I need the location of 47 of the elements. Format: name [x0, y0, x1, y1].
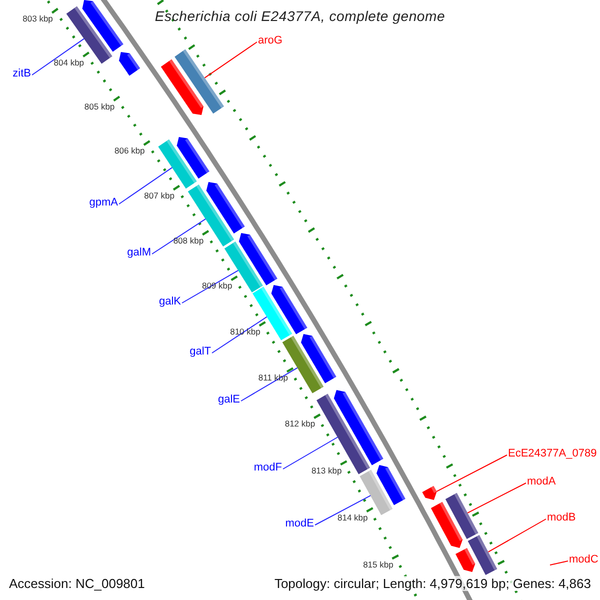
- leader-line: [32, 38, 85, 76]
- gene-label: galT: [190, 346, 211, 358]
- gene-label: modB: [547, 512, 576, 524]
- leader-line: [550, 560, 568, 566]
- leader-line: [314, 495, 372, 526]
- gene-label: modA: [527, 476, 556, 488]
- gene-label: galK: [158, 296, 181, 308]
- gene-label: zitB: [12, 68, 31, 80]
- gene-feature: [188, 184, 234, 246]
- gene-feature: [422, 486, 437, 500]
- gene-label: modF: [254, 462, 282, 474]
- leader-line: [118, 167, 173, 204]
- scale-label: 804 kbp: [54, 57, 84, 68]
- leader-line: [204, 42, 258, 78]
- scale-label: 805 kbp: [84, 101, 115, 112]
- gene-feature: [174, 49, 224, 114]
- leader-line: [182, 270, 239, 304]
- diagram-title: Escherichia coli E24377A, complete genome: [154, 8, 446, 24]
- leader-line: [212, 316, 268, 354]
- scale-label: 806 kbp: [114, 146, 145, 156]
- gene-label: modC: [569, 554, 598, 566]
- leader-line: [467, 482, 526, 514]
- scale-label: 814 kbp: [338, 512, 368, 524]
- gene-feature: [445, 492, 478, 539]
- scale-label: 815 kbp: [363, 560, 394, 570]
- gene-label: galE: [218, 394, 240, 406]
- gene-label: aroG: [258, 34, 282, 48]
- gene-feature: [158, 139, 197, 189]
- gene-feature: [360, 470, 393, 516]
- genome-info: Topology: circular; Length: 4,979,619 bp; Genes: 4,863: [272, 576, 593, 591]
- scale-label: 803 kbp: [22, 13, 53, 24]
- gene-label: gpmA: [89, 196, 118, 210]
- scale-label: 807 kbp: [144, 190, 174, 202]
- gene-feature: [468, 535, 498, 575]
- gene-label: modE: [285, 518, 314, 530]
- leader-line: [282, 436, 338, 470]
- scale-label: 810 kbp: [230, 326, 260, 338]
- leader-line: [240, 367, 298, 402]
- gene-label: EcE24377A_0789: [508, 448, 597, 460]
- gene-label: galM: [127, 246, 151, 260]
- genome-info: Accession: NC_009801: [7, 576, 147, 591]
- leader-line: [436, 454, 508, 492]
- leader-line: [488, 518, 546, 552]
- scale-label: 808 kbp: [173, 235, 204, 246]
- scale-label: 813 kbp: [311, 465, 342, 476]
- scale-label: 812 kbp: [284, 418, 316, 430]
- leader-line: [152, 218, 206, 254]
